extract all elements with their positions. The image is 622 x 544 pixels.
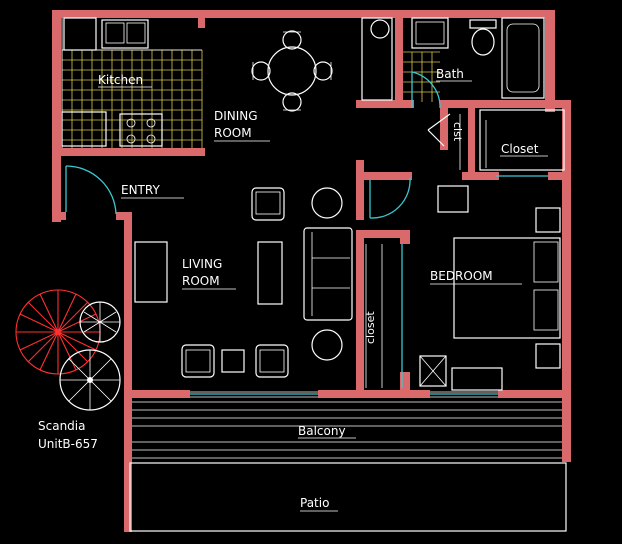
walls [52,10,571,532]
sofa [303,227,353,321]
clst-door [427,113,451,147]
landscape-trees [15,289,121,411]
unit-name: Scandia [38,419,85,433]
toilet-tank [469,19,497,29]
entry-door [65,165,117,215]
tree-trunk [87,377,93,383]
armchair-top [251,187,285,221]
patio-outline [129,462,567,532]
bath-sink [411,17,449,49]
dresser [451,367,503,391]
bedroom-door-swing [369,177,411,219]
coffee-table [257,241,283,305]
dining-table [251,30,333,112]
counter-cabinet [61,111,107,147]
label-dining-2: ROOM [214,126,252,140]
label-patio: Patio [300,496,329,510]
clst-fixtures [427,109,565,177]
kitchen-fixtures [61,17,202,148]
stove [119,113,163,147]
windows [190,391,498,398]
unit-number: UnitB-657 [38,437,98,451]
bedroom-lamp-table [419,355,447,387]
armchair-left [181,344,215,378]
label-entry: ENTRY [121,183,160,197]
entry-door-swing [65,165,117,215]
nightstand-bottom [535,343,561,369]
label-balcony: Balcony [298,424,346,438]
label-bath: Bath [436,67,464,81]
side-table [221,349,245,373]
bath-fixtures [411,17,545,109]
label-dining-1: DINING [214,109,258,123]
bath-tile-grid [401,51,440,102]
living-cabinet [134,241,168,303]
refrigerator [63,17,97,51]
end-table-bottom [311,329,343,361]
bedroom-chair [437,185,469,213]
utility-closet [361,17,393,101]
unit-title: Scandia UnitB-657 [38,419,98,451]
end-table-top [311,187,343,219]
balcony-decking [132,401,562,459]
living-furniture [134,187,353,378]
label-living-2: ROOM [182,274,220,288]
bed [453,237,561,339]
bath-door-swing [411,71,441,109]
nightstand-top [535,207,561,233]
bedroom-fixtures [365,177,561,391]
armchair-right [255,344,289,378]
kitchen-tile-grid [61,49,203,148]
label-closet-top: Closet [501,142,539,156]
label-bedroom: BEDROOM [430,269,493,283]
label-kitchen: Kitchen [98,73,143,87]
label-clst: clst [451,122,464,142]
label-living-1: LIVING [182,257,222,271]
closet-top [479,109,565,171]
room-labels: Kitchen DINING ROOM Bath clst Closet ENT… [98,67,548,512]
label-closet-vertical: closet [364,311,377,344]
toilet-bowl [471,28,495,56]
kitchen-sink [101,19,149,49]
bathtub [501,17,545,99]
